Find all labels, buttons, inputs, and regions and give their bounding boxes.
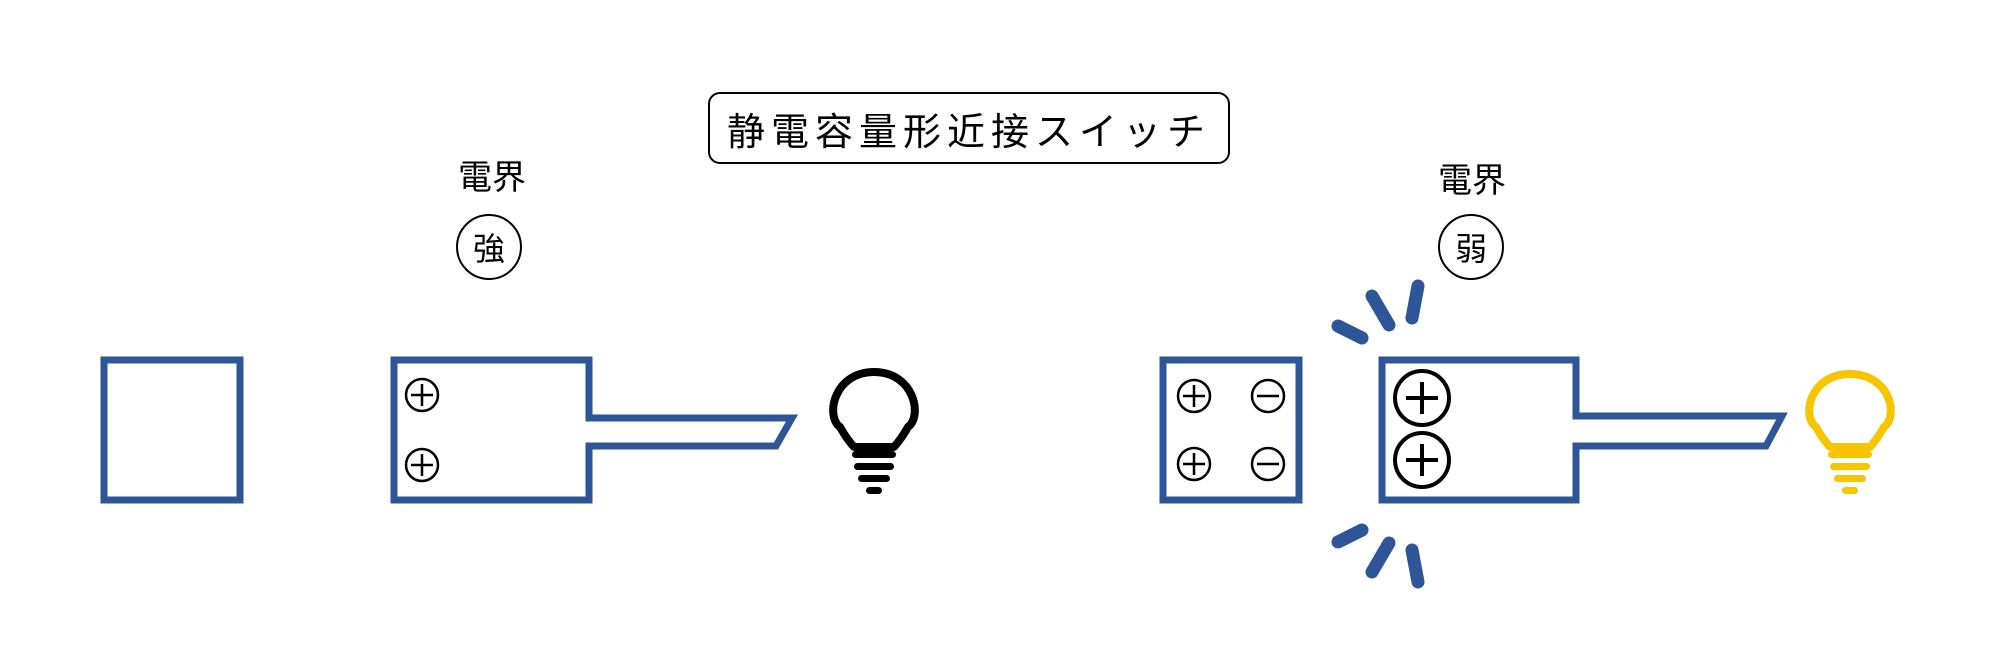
positive-charge-large-icon [1393, 431, 1451, 489]
negative-charge-icon [1250, 378, 1286, 414]
emphasis-lines-bottom [1331, 523, 1425, 589]
proximity-sensor-right [1378, 356, 1788, 504]
light-bulb-off-icon [829, 368, 919, 494]
proximity-sensor-left [390, 356, 799, 504]
positive-charge-icon [1176, 446, 1212, 482]
right-strength-badge: 弱 [1438, 214, 1504, 280]
positive-charge-icon [404, 377, 440, 413]
positive-charge-icon [1176, 378, 1212, 414]
diagram-title: 静電容量形近接スイッチ [708, 92, 1230, 164]
positive-charge-large-icon [1393, 369, 1451, 427]
target-object-box [100, 356, 244, 504]
negative-charge-icon [1250, 446, 1286, 482]
light-bulb-on-icon [1805, 370, 1895, 494]
target-object-box-charged [1159, 356, 1303, 504]
emphasis-lines-top [1331, 279, 1425, 345]
left-field-label: 電界 [458, 158, 526, 198]
right-field-label: 電界 [1438, 161, 1506, 201]
left-strength-badge: 強 [456, 214, 522, 280]
positive-charge-icon [404, 447, 440, 483]
